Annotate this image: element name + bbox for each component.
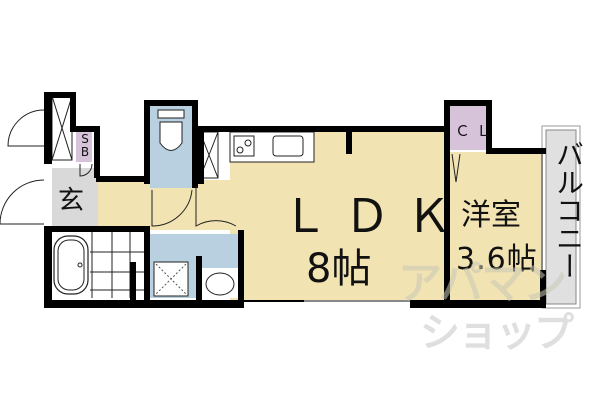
walls [44, 92, 546, 308]
western-room-size: 3.6帖 [456, 242, 538, 277]
bathtub-icon [53, 235, 89, 295]
balcony-area [545, 129, 577, 305]
shoe-box-label: S B [80, 132, 90, 159]
western-room-floor [450, 152, 542, 300]
washbasin-icon [205, 272, 235, 296]
doors [0, 109, 461, 227]
ldk-size: 8帖 [306, 246, 372, 292]
ldk-label: ＬＤＫ [282, 189, 468, 243]
balcony-label: バルコニー [552, 140, 585, 280]
entrance-floor [52, 168, 98, 230]
stove-icon [233, 135, 255, 157]
watermark-line2: ショップ [420, 310, 574, 356]
watermark-line1: アパマン [398, 258, 567, 309]
kitchen-sink-icon [272, 135, 304, 157]
closet-area [448, 104, 490, 150]
shoe-box-area [76, 132, 92, 162]
closet-label: ＣＬ [455, 122, 498, 140]
toilet-icon [159, 121, 183, 151]
western-room-label: 洋室 [461, 198, 521, 233]
entrance-label: 玄 [58, 186, 85, 216]
